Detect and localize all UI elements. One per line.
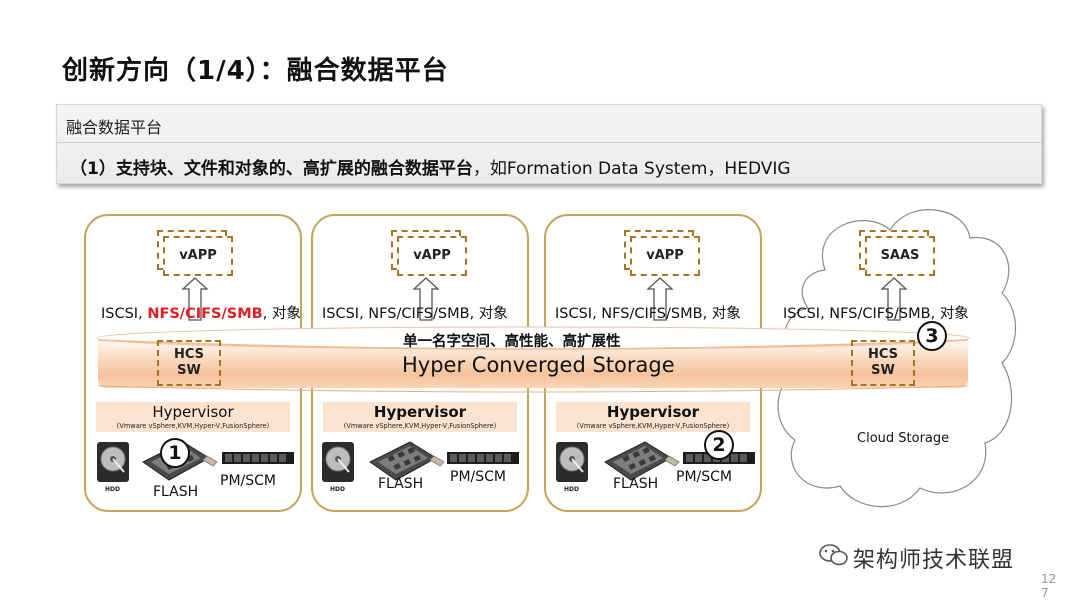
banner-bold-text: （1）支持块、文件和对象的、高扩展的融合数据平台 <box>70 159 473 179</box>
protocol-line-1: ISCSI, NFS/CIFS/SMB, 对象 <box>101 306 301 322</box>
summary-banner <box>56 104 1042 184</box>
pm-label-2: PM/SCM <box>450 469 506 485</box>
vapp-box-3: vAPP <box>630 236 700 276</box>
band-heading: 单一名字空间、高性能、高扩展性 <box>403 334 621 350</box>
hypervisor-sub-2: (Vmware vSphere,KVM,Hyper-V,FusionSphere… <box>343 422 497 430</box>
watermark-text: 架构师技术联盟 <box>853 548 1015 573</box>
hdd-label-2: HDD <box>330 486 345 493</box>
hypervisor-title-1: Hypervisor <box>152 403 234 421</box>
hdd-label-1: HDD <box>105 486 120 493</box>
hypervisor-box-3 <box>556 402 750 432</box>
hypervisor-title-2: Hypervisor <box>373 403 467 421</box>
hypervisor-sub-1: (Vmware vSphere,KVM,Hyper-V,FusionSphere… <box>116 422 270 430</box>
storage-band <box>96 326 970 393</box>
pm-label-3: PM/SCM <box>676 469 732 485</box>
banner-description: （1）支持块、文件和对象的、高扩展的融合数据平台，如Formation Data… <box>70 154 791 179</box>
protocol-line-2: ISCSI, NFS/CIFS/SMB, 对象 <box>322 306 508 322</box>
protocol-line-cloud: ISCSI, NFS/CIFS/SMB, 对象 <box>783 306 969 322</box>
saas-box: SAAS <box>865 236 935 276</box>
vapp-box-2: vAPP <box>397 236 467 276</box>
flash-label-2: FLASH <box>378 476 424 492</box>
vapp-box-1: vAPP <box>163 236 233 276</box>
protocol-line-3: ISCSI, NFS/CIFS/SMB, 对象 <box>555 306 741 322</box>
hypervisor-box-1 <box>96 402 290 432</box>
page-number: 127 <box>1041 572 1057 600</box>
band-title: Hyper Converged Storage <box>402 353 675 377</box>
hdd-label-3: HDD <box>564 486 579 493</box>
page-title: 创新方向（1/4）：融合数据平台 <box>62 56 449 86</box>
hypervisor-sub-3: (Vmware vSphere,KVM,Hyper-V,FusionSphere… <box>576 422 730 430</box>
pm-label-1: PM/SCM <box>220 473 276 489</box>
banner-divider <box>56 142 1042 143</box>
hcs-sw-left: HCS SW <box>157 340 221 386</box>
cloud-storage-label: Cloud Storage <box>857 431 950 446</box>
flash-label-1: FLASH <box>153 484 199 500</box>
flash-label-3: FLASH <box>613 476 659 492</box>
hypervisor-title-3: Hypervisor <box>606 403 700 421</box>
marker-2: 2 <box>704 430 734 460</box>
banner-rest-text: ，如Formation Data System，HEDVIG <box>472 159 791 179</box>
banner-heading: 融合数据平台 <box>66 118 163 137</box>
marker-3: 3 <box>917 321 947 351</box>
marker-1: 1 <box>160 438 190 468</box>
hypervisor-box-2 <box>323 402 517 432</box>
wechat-icon <box>819 544 848 566</box>
hcs-sw-right: HCS SW <box>851 340 915 386</box>
